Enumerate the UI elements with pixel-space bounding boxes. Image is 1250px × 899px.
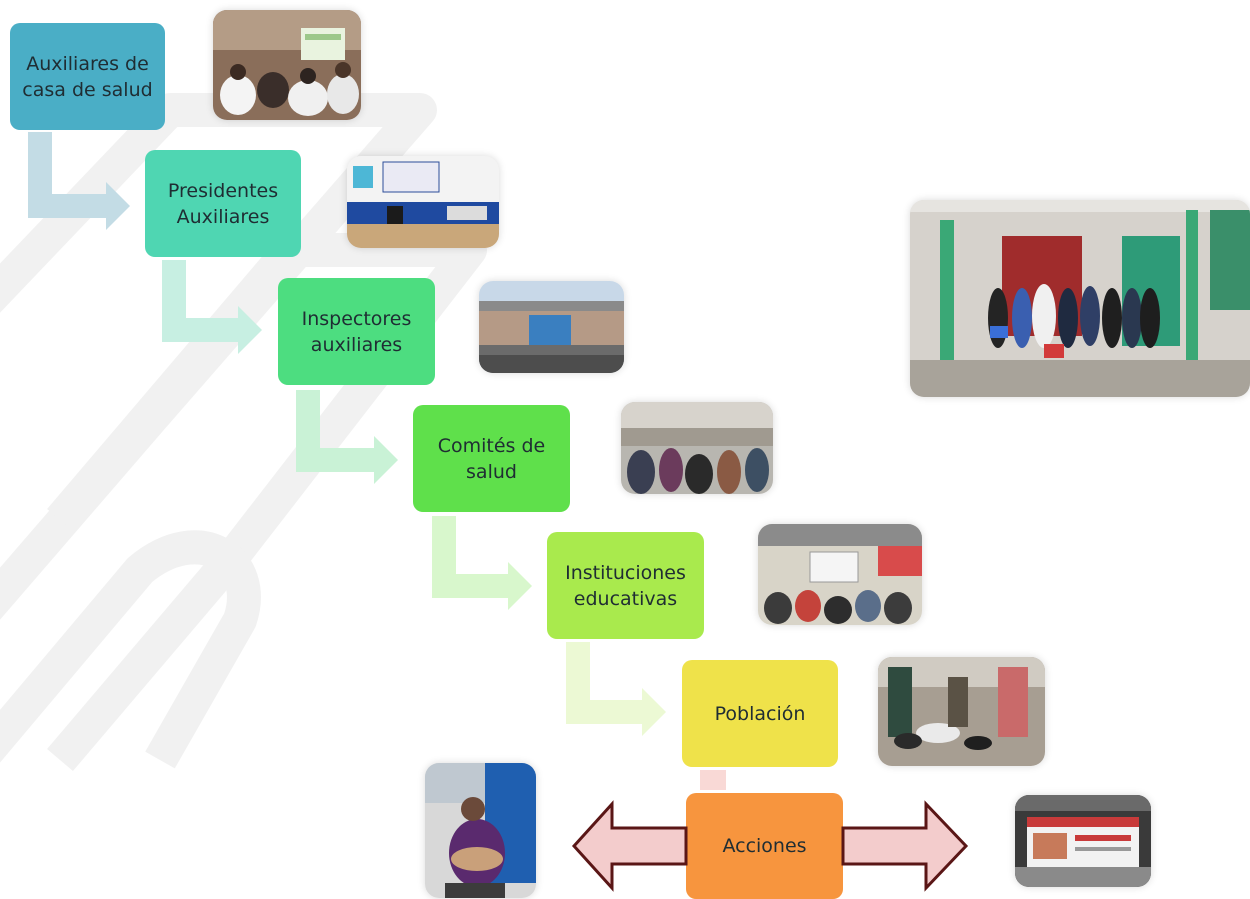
connector-arrow-5 xyxy=(566,642,666,736)
step-inspectores: Inspectores auxiliares xyxy=(278,278,435,385)
step-label: Instituciones educativas xyxy=(565,561,686,610)
connector-arrow-3 xyxy=(296,390,398,484)
step-presidentes: Presidentes Auxiliares xyxy=(145,150,301,257)
step-acciones: Acciones xyxy=(686,793,843,899)
photo-auxiliares-training xyxy=(213,10,361,120)
photo-woman-dog xyxy=(425,763,536,898)
step-label: Presidentes Auxiliares xyxy=(167,179,279,228)
photo-school-gate xyxy=(479,281,624,373)
step-label: Auxiliares de casa de salud xyxy=(22,52,153,101)
right-arrow-icon xyxy=(841,800,969,892)
connector-stub xyxy=(700,770,726,790)
left-arrow-icon xyxy=(571,800,688,892)
step-label: Acciones xyxy=(722,835,807,857)
step-label: Inspectores auxiliares xyxy=(301,307,412,356)
photo-group-building xyxy=(910,200,1250,397)
step-auxiliares: Auxiliares de casa de salud xyxy=(10,23,165,130)
photo-classroom-presentation xyxy=(758,524,922,625)
step-instituciones: Instituciones educativas xyxy=(547,532,704,639)
photo-street-crowd xyxy=(621,402,773,494)
step-comites: Comités de salud xyxy=(413,405,570,512)
photo-banner-wall xyxy=(1015,795,1151,887)
connector-arrow-1 xyxy=(28,132,130,230)
connector-arrow-2 xyxy=(162,260,262,354)
step-label: Comités de salud xyxy=(437,434,546,483)
connector-arrow-4 xyxy=(432,516,532,610)
step-poblacion: Población xyxy=(682,660,838,767)
photo-people-dogs xyxy=(878,657,1045,766)
step-label: Población xyxy=(714,702,806,725)
photo-presidencia-building xyxy=(347,156,499,248)
